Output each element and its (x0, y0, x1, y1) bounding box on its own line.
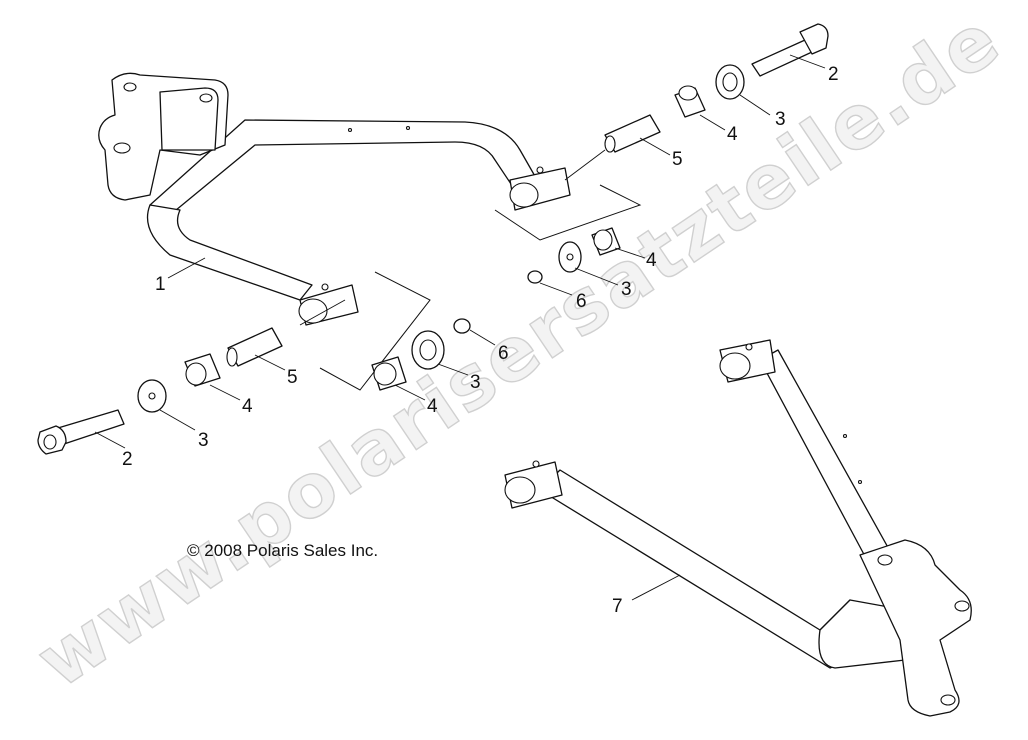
copyright-text: © 2008 Polaris Sales Inc. (187, 541, 378, 560)
callout-7-lower-arm: 7 (612, 596, 623, 617)
sleeve-left (226, 327, 286, 371)
upper-a-arm (98, 72, 571, 326)
bushing-mid (591, 227, 646, 259)
bushing-center (371, 356, 426, 401)
callout-6-nut-mid: 6 (576, 291, 587, 312)
callout-4-bushing-left: 4 (242, 396, 253, 417)
callout-5-sleeve-left: 5 (287, 367, 298, 388)
callout-6-nut-center: 6 (498, 343, 509, 364)
bolt-left (37, 409, 126, 455)
washer-left (137, 379, 196, 431)
assembly-guide-lines (299, 149, 642, 391)
callout-5-sleeve-right: 5 (672, 149, 683, 170)
washer-right (715, 64, 771, 116)
callout-2-bolt-right: 2 (828, 64, 839, 85)
bushing-left (184, 353, 241, 401)
callout-3-washer-right: 3 (775, 109, 786, 130)
nut-mid (527, 270, 573, 296)
nut-center (453, 318, 496, 346)
callout-3-washer-left: 3 (198, 430, 209, 451)
lower-a-arm (504, 339, 972, 717)
callout-4-bushing-right: 4 (727, 124, 738, 145)
callout-4-bushing-mid: 4 (646, 250, 657, 271)
callout-3-washer-center: 3 (470, 372, 481, 393)
sleeve-right (604, 114, 671, 156)
bushing-right (674, 85, 726, 131)
washer-mid (558, 241, 619, 286)
washer-center (411, 330, 469, 376)
callout-4-bushing-center: 4 (427, 396, 438, 417)
callout-1-upper-arm: 1 (155, 274, 166, 295)
bolt-right (751, 23, 829, 77)
callout-3-washer-mid: 3 (621, 279, 632, 300)
callout-2-bolt-left: 2 (122, 449, 133, 470)
